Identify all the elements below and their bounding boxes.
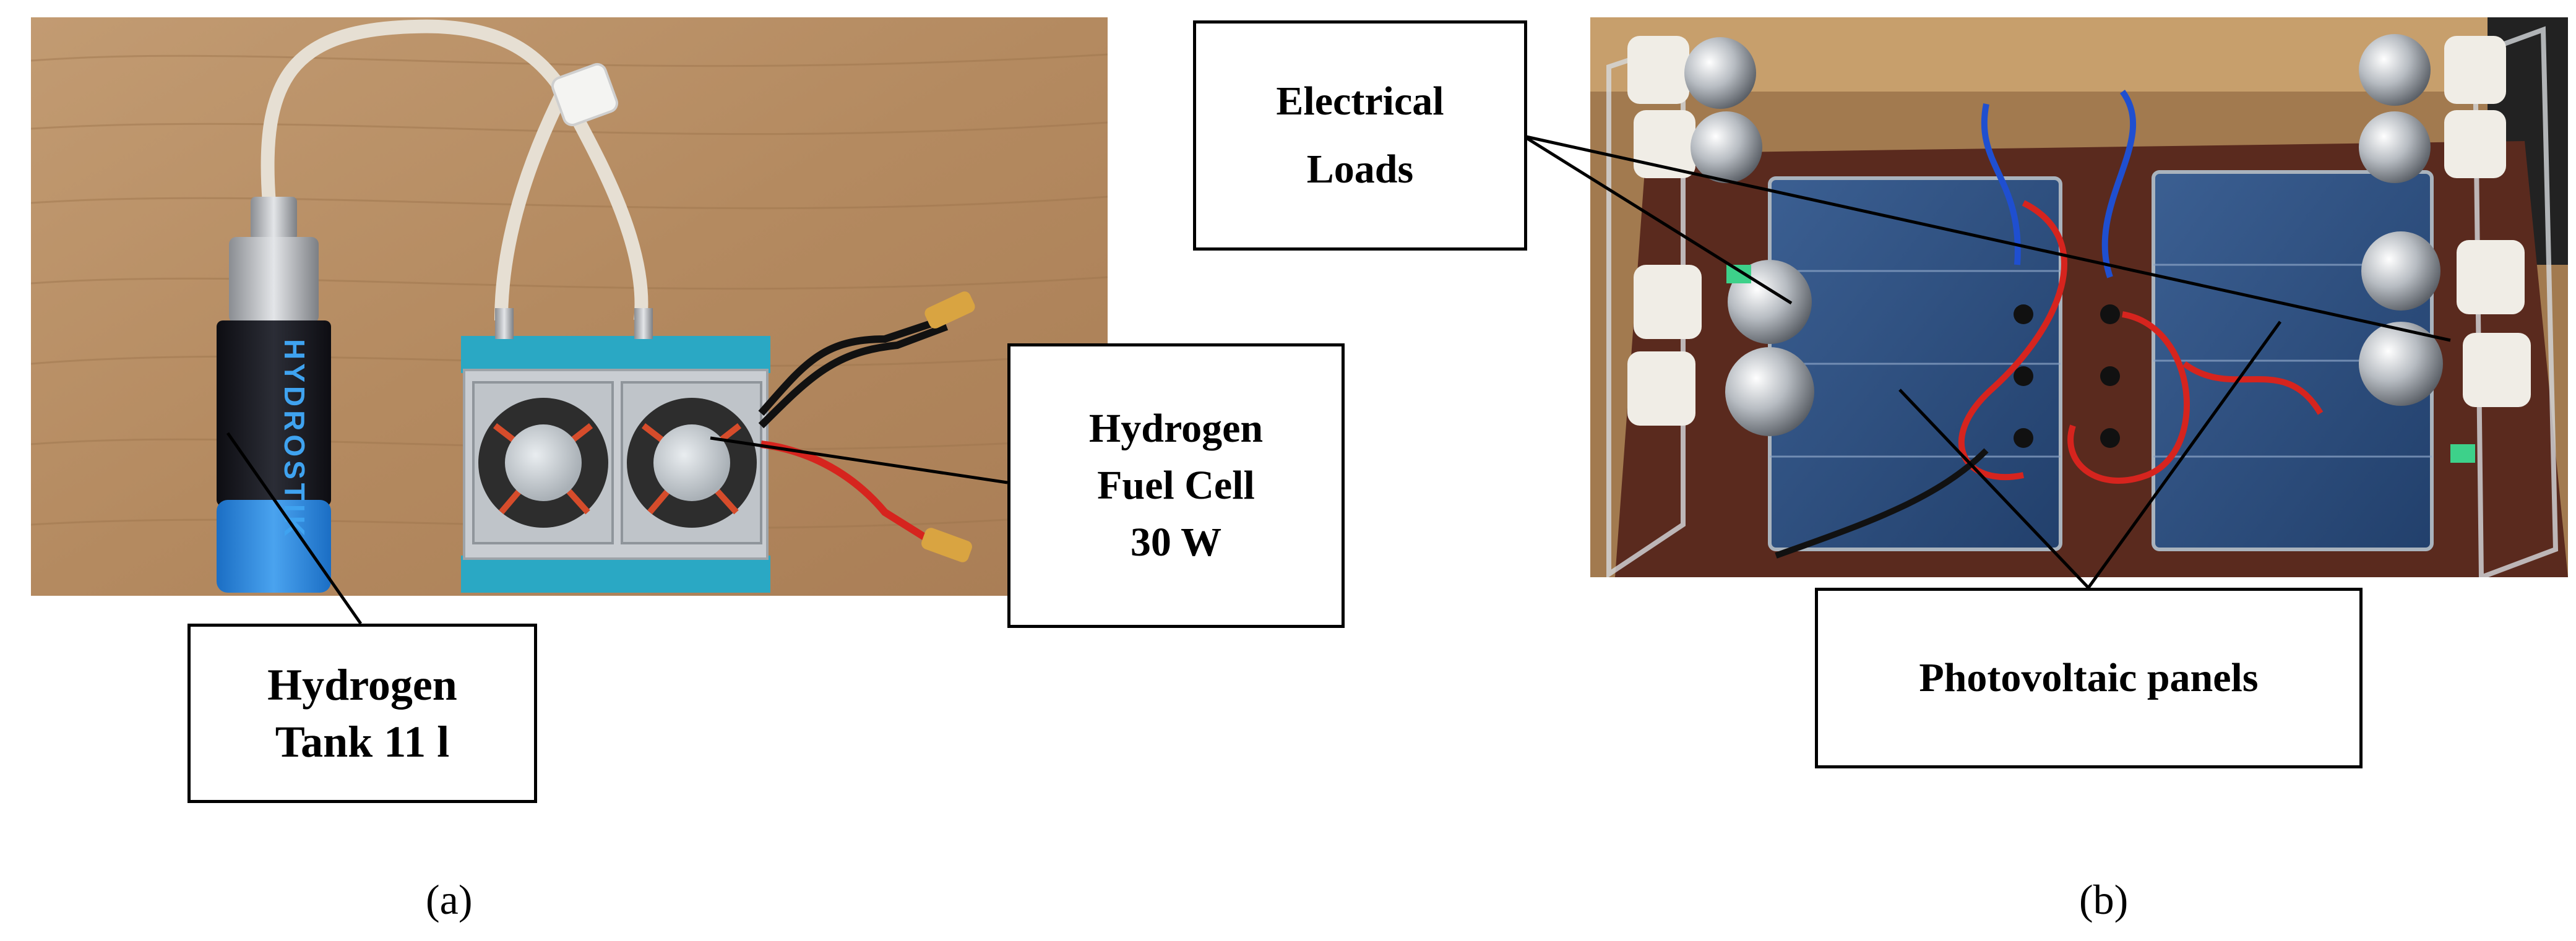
photo-hydrogen-setup: HYDROSTIK — [31, 17, 1108, 596]
label-electrical-loads-text: Electrical Loads — [1276, 79, 1444, 192]
pv-setup-illustration — [1590, 17, 2568, 577]
hydrogen-setup-illustration: HYDROSTIK — [31, 17, 1108, 596]
label-photovoltaic-panels: Photovoltaic panels — [1815, 588, 2363, 768]
photo-pv-setup — [1590, 17, 2568, 577]
panel-a: HYDROSTIK — [0, 0, 1345, 941]
leader-lines-a — [226, 432, 1008, 625]
label-photovoltaic-panels-text: Photovoltaic panels — [1919, 655, 2259, 700]
caption-b: (b) — [2079, 876, 2129, 923]
label-fuel-cell: Hydrogen Fuel Cell 30 W — [1007, 343, 1345, 628]
label-hydrogen-tank-text: Hydrogen Tank 11 l — [267, 660, 457, 767]
caption-a: (a) — [426, 876, 473, 923]
label-fuel-cell-text: Hydrogen Fuel Cell 30 W — [1088, 406, 1264, 565]
label-hydrogen-tank: Hydrogen Tank 11 l — [187, 624, 537, 803]
hydrostik-brand-text: HYDROSTIK — [278, 339, 311, 540]
